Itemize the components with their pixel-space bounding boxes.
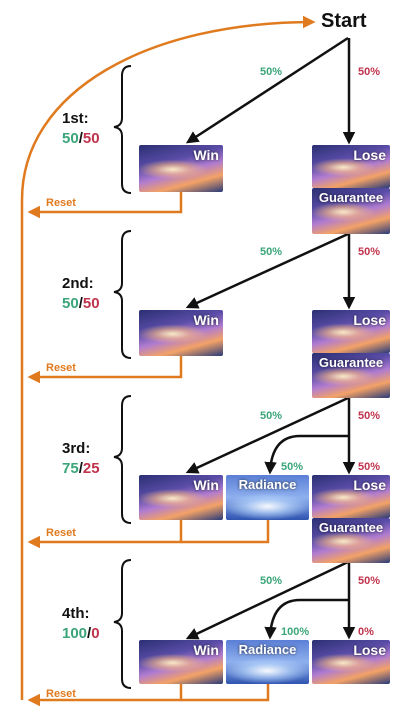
arrow-guarantee-to-win-4 — [185, 560, 349, 640]
reset-line-4-radiance — [181, 684, 270, 702]
stage-2-reset-label: Reset — [46, 362, 76, 374]
stage-2-guarantee-card: Guarantee — [312, 353, 390, 398]
stage-1-win-branch-pct: 50% — [260, 66, 283, 78]
stage-1-win-rate: 50 — [62, 130, 79, 147]
reset-line-3-radiance — [181, 520, 270, 544]
stage-1-win-card: Win — [139, 145, 223, 192]
stage-3-radiance-card: Radiance — [226, 475, 309, 520]
brace-3 — [113, 395, 132, 524]
stage-2-win-rate: 50 — [62, 295, 79, 312]
brace-4 — [113, 559, 132, 689]
stage-3-guarantee-card: Guarantee — [312, 518, 390, 563]
stage-1-lose-label: Lose — [353, 147, 386, 163]
stage-1-ratio: 50/50 — [62, 130, 100, 147]
stage-1-guarantee-label: Guarantee — [318, 190, 384, 205]
stage-4-radiance-label: Radiance — [238, 642, 297, 657]
arrow-guarantee-to-radiance-4 — [264, 598, 348, 640]
stage-3-win-label: Win — [193, 477, 219, 493]
stage-4-win-rate: 100 — [62, 625, 88, 642]
reset-line-2 — [27, 356, 183, 384]
stage-4-title: 4th: — [62, 605, 90, 622]
stage-2-lose-branch-pct: 50% — [358, 246, 381, 258]
stage-1-reset-label: Reset — [46, 197, 76, 209]
stage-1-title: 1st: — [62, 110, 89, 127]
stage-2-win-label: Win — [193, 312, 219, 328]
stage-2-guarantee-label: Guarantee — [318, 355, 384, 370]
stage-4-inner-lose-pct: 0% — [358, 626, 374, 638]
stage-3-radiance-pct: 50% — [281, 461, 304, 473]
stage-4-lose-rate: 0 — [91, 625, 100, 642]
start-label: Start — [321, 10, 367, 32]
stage-2-title: 2nd: — [62, 275, 94, 292]
stage-4-win-branch-pct: 50% — [260, 575, 283, 587]
reset-loop-line — [20, 15, 316, 700]
stage-3-lose-rate: 25 — [82, 460, 100, 477]
stage-2-lose-card: Lose — [312, 310, 390, 353]
arrow-start-to-win-1 — [185, 36, 349, 144]
stage-1-lose-card: Lose — [312, 145, 390, 188]
stage-3-inner-lose-pct: 50% — [358, 461, 381, 473]
stage-4-ratio: 100/0 — [62, 625, 100, 642]
stage-2-win-card: Win — [139, 310, 223, 356]
stage-2-win-branch-pct: 50% — [260, 246, 283, 258]
stage-3-win-rate: 75 — [62, 460, 79, 477]
stage-1-guarantee-card: Guarantee — [312, 188, 390, 234]
stage-2-lose-rate: 50 — [82, 295, 100, 312]
stage-4-radiance-card: Radiance — [226, 640, 309, 684]
stage-3-lose-branch-pct: 50% — [358, 410, 381, 422]
stage-4-reset-label: Reset — [46, 688, 76, 700]
stage-4-radiance-pct: 100% — [281, 626, 310, 638]
stage-3-guarantee-label: Guarantee — [318, 520, 384, 535]
arrow-guarantee-to-win-2 — [185, 232, 349, 309]
stage-3-win-branch-pct: 50% — [260, 410, 283, 422]
stage-4-lose-label: Lose — [353, 642, 386, 658]
stage-3-title: 3rd: — [62, 440, 91, 457]
stage-2-lose-label: Lose — [353, 312, 386, 328]
stage-1-win-label: Win — [193, 147, 219, 163]
stage-3-ratio: 75/25 — [62, 460, 100, 477]
stage-3-lose-card: Lose — [312, 475, 390, 518]
brace-1 — [113, 65, 132, 194]
stage-3-radiance-label: Radiance — [238, 477, 297, 492]
stage-4-lose-branch-pct: 50% — [358, 575, 381, 587]
stage-1-lose-branch-pct: 50% — [358, 66, 381, 78]
stage-2-ratio: 50/50 — [62, 295, 100, 312]
arrow-guarantee-to-win-3 — [185, 396, 349, 474]
reset-line-1 — [27, 192, 183, 219]
stage-3-lose-label: Lose — [353, 477, 386, 493]
stage-4-win-label: Win — [193, 642, 219, 658]
stage-4-win-card: Win — [139, 640, 223, 684]
brace-2 — [113, 230, 132, 359]
stage-1-lose-rate: 50 — [82, 130, 100, 147]
stage-4-lose-card: Lose — [312, 640, 390, 684]
arrow-guarantee-to-radiance-3 — [264, 434, 348, 475]
stage-3-reset-label: Reset — [46, 527, 76, 539]
stage-3-win-card: Win — [139, 475, 223, 520]
